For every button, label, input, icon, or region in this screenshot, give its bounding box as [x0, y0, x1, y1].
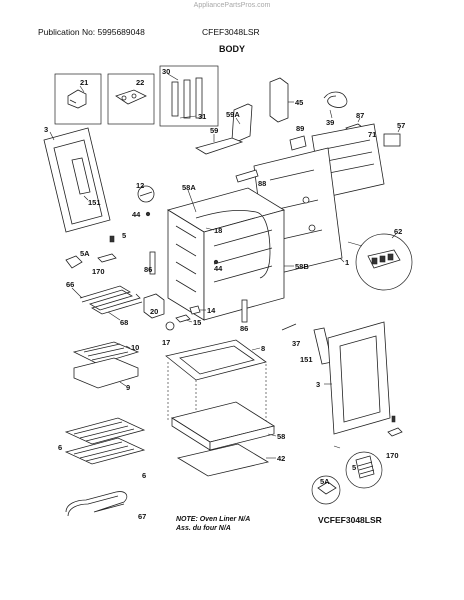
callout-39[interactable]: 39	[326, 118, 334, 127]
callout-68[interactable]: 68	[120, 318, 128, 327]
part-151-upper: 151	[71, 157, 101, 207]
callout-151-upper[interactable]: 151	[88, 198, 101, 207]
callout-67[interactable]: 67	[138, 512, 146, 521]
callout-15[interactable]: 15	[193, 318, 201, 327]
part-42-drawer: 42	[176, 443, 285, 477]
part-18-insulation: 18	[205, 226, 222, 235]
part-151-lower: 151	[300, 327, 333, 365]
callout-21[interactable]: 21	[80, 78, 88, 87]
callout-88[interactable]: 88	[258, 179, 266, 188]
callout-6-upper[interactable]: 6	[58, 443, 62, 452]
callout-71[interactable]: 71	[368, 130, 376, 139]
part-5-upper-screw: 5	[109, 231, 126, 243]
part-9-broil-pan: 9	[73, 357, 139, 392]
callout-5-upper[interactable]: 5	[122, 231, 126, 240]
callout-3-lower[interactable]: 3	[316, 380, 320, 389]
callout-3-upper[interactable]: 3	[44, 125, 48, 134]
reference-code: VCFEF3048LSR	[318, 515, 382, 525]
part-14: 14	[189, 305, 216, 315]
part-67-broil-element: 67	[65, 491, 146, 521]
callout-10[interactable]: 10	[131, 343, 139, 352]
callout-42[interactable]: 42	[277, 454, 285, 463]
model-number: CFEF3048LSR	[202, 27, 260, 37]
callout-59[interactable]: 59	[210, 126, 218, 135]
callout-58[interactable]: 58	[277, 432, 285, 441]
part-58b: 58B	[284, 262, 309, 271]
part-3-door-frame-lower: 3	[316, 321, 391, 435]
callout-66[interactable]: 66	[66, 280, 74, 289]
callout-58a[interactable]: 58A	[182, 183, 196, 192]
publication-number: Publication No: 5995689048	[38, 27, 145, 37]
watermark: AppliancePartsPros.com	[193, 2, 271, 9]
inset-box-30-31: 30 31	[159, 65, 219, 127]
part-86-lower: 86	[240, 299, 248, 333]
callout-89[interactable]: 89	[296, 124, 304, 133]
part-6-upper-rack: 6	[58, 417, 146, 452]
callout-86-upper[interactable]: 86	[144, 265, 152, 274]
callout-14[interactable]: 14	[207, 306, 216, 315]
part-6-lower-rack: 6	[64, 437, 146, 480]
part-10-broil-grid: 10	[72, 341, 139, 365]
inset-box-21: 21	[54, 73, 102, 125]
callout-58b[interactable]: 58B	[295, 262, 309, 271]
part-44-upper: 44	[132, 210, 151, 219]
callout-9[interactable]: 9	[126, 383, 130, 392]
callout-170-upper[interactable]: 170	[92, 267, 105, 276]
part-86-upper: 86	[144, 251, 156, 275]
callout-170-lower[interactable]: 170	[386, 451, 399, 460]
inset-box-22: 22	[107, 73, 155, 125]
callout-17[interactable]: 17	[162, 338, 170, 347]
part-170-upper: 170	[92, 253, 117, 276]
part-57: 57	[383, 121, 405, 147]
callout-5a-upper[interactable]: 5A	[80, 249, 90, 258]
callout-87[interactable]: 87	[356, 111, 364, 120]
callout-5-lower[interactable]: 5	[352, 463, 356, 472]
callout-20[interactable]: 20	[150, 307, 158, 316]
callout-57[interactable]: 57	[397, 121, 405, 130]
callout-37[interactable]: 37	[292, 339, 300, 348]
part-8-oven-bottom: 8	[165, 339, 267, 430]
callout-45[interactable]: 45	[295, 98, 303, 107]
part-45: 45	[269, 77, 303, 123]
part-5a-upper-hinge: 5A	[65, 249, 90, 269]
part-59: 59	[194, 126, 244, 155]
callout-44-upper[interactable]: 44	[132, 210, 141, 219]
part-39-wire: 39	[323, 91, 348, 127]
part-15: 15	[175, 314, 201, 327]
callout-6-lower[interactable]: 6	[142, 471, 146, 480]
callout-5a-lower[interactable]: 5A	[320, 477, 330, 486]
callout-151-lower[interactable]: 151	[300, 355, 313, 364]
footnote-line-2: Ass. du four N/A	[176, 525, 231, 532]
callout-8[interactable]: 8	[261, 344, 265, 353]
part-17: 17	[162, 321, 175, 347]
footnote: NOTE: Oven Liner N/A Ass. du four N/A	[176, 515, 250, 533]
part-37: 37	[281, 323, 300, 348]
part-20: 20	[143, 293, 165, 319]
part-5a-lower-hinge: 5A	[311, 475, 341, 505]
part-5-lower-hinge: 5	[345, 451, 383, 489]
part-62-terminal: 62	[347, 227, 413, 291]
callout-62[interactable]: 62	[394, 227, 402, 236]
part-170-lower: 170	[333, 415, 403, 460]
part-88: 88	[235, 169, 266, 188]
callout-31[interactable]: 31	[198, 112, 206, 121]
callout-22[interactable]: 22	[136, 78, 144, 87]
callout-59a[interactable]: 59A	[226, 110, 240, 119]
callout-18[interactable]: 18	[214, 226, 222, 235]
part-58-bottom-insulation: 58	[170, 401, 285, 451]
footnote-line-1: NOTE: Oven Liner N/A	[176, 516, 251, 523]
part-59a: 59A	[226, 103, 253, 143]
callout-86-lower[interactable]: 86	[240, 324, 248, 333]
part-58a-oven-cavity: 58A	[167, 183, 285, 321]
part-66-bake-element: 66 68	[66, 280, 143, 327]
callout-44-lower[interactable]: 44	[214, 264, 223, 273]
callout-1[interactable]: 1	[345, 258, 349, 267]
part-44-lower: 44	[213, 259, 223, 273]
callout-12[interactable]: 12	[136, 181, 144, 190]
part-12: 12	[136, 181, 155, 203]
part-89: 89	[289, 124, 307, 151]
section-title: BODY	[218, 44, 245, 54]
callout-30[interactable]: 30	[162, 67, 170, 76]
